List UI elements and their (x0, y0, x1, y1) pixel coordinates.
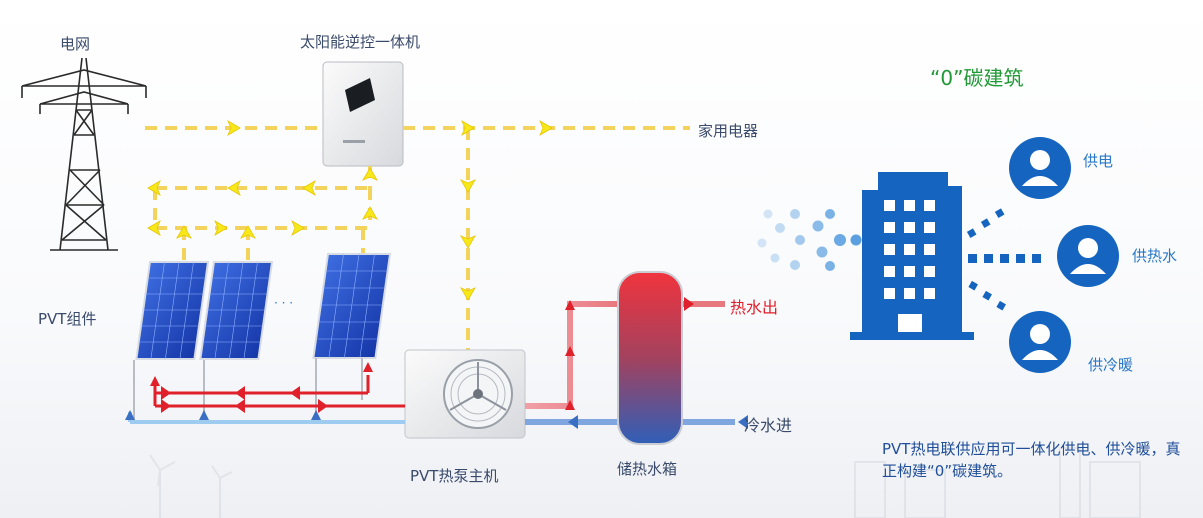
hot-water-out-label: 热水出 (730, 298, 779, 317)
panel-ellipsis: · · · (274, 296, 294, 310)
heat-pump-label: PVT热泵主机 (410, 467, 499, 485)
cold-water-arrows (125, 410, 748, 429)
background-silhouettes (149, 447, 1141, 518)
inverter-label: 太阳能逆控一体机 (300, 33, 421, 51)
supply-hot-water-label: 供热水 (1132, 247, 1178, 265)
flow-dots (757, 209, 862, 271)
person-icon (1057, 225, 1119, 287)
pvt-modules-label: PVT组件 (38, 310, 97, 328)
power-arrows (147, 120, 553, 301)
solar-panel-icon (133, 253, 392, 420)
person-icon (1009, 137, 1071, 199)
connector-dots (966, 208, 1041, 311)
heat-pump-icon (404, 349, 526, 439)
supply-heating-cooling-label: 供冷暖 (1088, 356, 1134, 374)
caption: PVT热电联供应用可一体化供电、供冷暖，真正构建“0”碳建筑。 (882, 440, 1181, 480)
water-tank-icon (617, 271, 683, 445)
cold-water-in-label: 冷水进 (744, 416, 793, 435)
storage-tank-label: 储热水箱 (617, 460, 678, 478)
appliances-label: 家用电器 (698, 122, 759, 140)
grid-label: 电网 (60, 35, 91, 53)
person-icon (1009, 311, 1071, 373)
zero-carbon-title: “0”碳建筑 (930, 66, 1024, 90)
transmission-tower-icon (21, 57, 147, 251)
supply-power-label: 供电 (1083, 152, 1114, 170)
hot-water-arrows (150, 297, 694, 413)
inverter-icon (322, 61, 404, 167)
building-icon (850, 172, 974, 340)
